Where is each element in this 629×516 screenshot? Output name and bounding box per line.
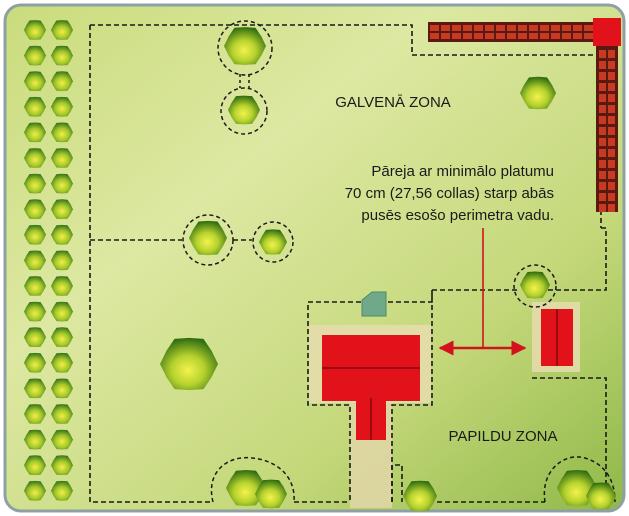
- hedge-bush: [24, 224, 46, 245]
- hedge-bush: [51, 250, 73, 271]
- hedge-bush: [24, 301, 46, 322]
- tree: [520, 271, 550, 299]
- hedge-bush: [51, 20, 73, 40]
- hedge-bush: [24, 199, 46, 220]
- hedge-bush: [24, 45, 46, 66]
- hedge-bush: [24, 71, 46, 92]
- shed: [541, 309, 573, 366]
- hedge-bush: [51, 45, 73, 66]
- tree-wire-ring: [217, 20, 273, 76]
- hedge-bush: [51, 71, 73, 92]
- tree-wire-link: [239, 74, 250, 88]
- tree-wire-ring: [252, 221, 294, 263]
- tree-wire-ring-bottom: [543, 456, 616, 503]
- passage-note-line-1: Pāreja ar minimālo platumu: [371, 163, 554, 180]
- tree: [586, 482, 616, 510]
- passage-note-line-2: 70 cm (27,56 collas) starp abās: [345, 185, 554, 202]
- hedge-bush: [24, 173, 46, 194]
- hedge-bush: [51, 480, 73, 501]
- tree: [160, 337, 218, 391]
- hedge-bush: [51, 429, 73, 450]
- tree: [224, 27, 266, 65]
- fence: [428, 18, 621, 212]
- house: [322, 335, 420, 440]
- tree: [403, 480, 437, 512]
- hedge-bush: [51, 327, 73, 348]
- tree-wire-ring-bottom: [210, 456, 295, 503]
- lawn-background: [3, 3, 626, 513]
- tree-wire-ring: [182, 214, 234, 266]
- hedge-bush: [24, 250, 46, 271]
- hedge-bush: [24, 455, 46, 476]
- hedge-bush: [24, 480, 46, 501]
- hedge-bush: [51, 404, 73, 424]
- perimeter-wire-left: [89, 25, 350, 503]
- hedge-bush: [24, 148, 46, 168]
- perimeter-wire-main: [90, 24, 607, 502]
- hedge-bush: [51, 276, 73, 296]
- tree: [259, 229, 287, 255]
- hedge-bush: [24, 276, 46, 296]
- tree: [189, 220, 227, 256]
- hedge-bush: [51, 173, 73, 194]
- hedge-bush: [24, 20, 46, 40]
- hedge-bush: [51, 224, 73, 245]
- fence-corner-post: [593, 18, 621, 46]
- hedge-bush: [51, 199, 73, 220]
- hedge-bush: [24, 96, 46, 117]
- hedge-bush: [24, 429, 46, 450]
- hedge-bush: [51, 455, 73, 476]
- hedge-bush: [51, 96, 73, 117]
- tree: [255, 479, 287, 509]
- hedge-bush: [24, 122, 46, 143]
- hedge-bush: [51, 378, 73, 399]
- tree-wire-ring: [513, 264, 557, 308]
- trees-group: [160, 27, 616, 512]
- hedge-bush: [24, 327, 46, 348]
- hedge-bush: [51, 148, 73, 168]
- hedge-bush: [51, 352, 73, 373]
- hedge-bush: [24, 378, 46, 399]
- hedge-bush: [24, 404, 46, 424]
- hedge-row: [24, 20, 73, 501]
- hedge-bush: [51, 122, 73, 143]
- passage-note-line-3: pusēs esošo perimetra vadu.: [361, 207, 554, 224]
- tree: [226, 470, 266, 506]
- secondary-zone-label: PAPILDU ZONA: [449, 428, 558, 445]
- hedge-bush: [51, 301, 73, 322]
- hedge-bush: [24, 352, 46, 373]
- main-zone-label: GALVENĀ ZONA: [335, 94, 451, 111]
- charging-station: [361, 291, 387, 317]
- tree: [228, 95, 260, 125]
- tree: [520, 76, 556, 110]
- tree-wire-ring: [220, 87, 268, 135]
